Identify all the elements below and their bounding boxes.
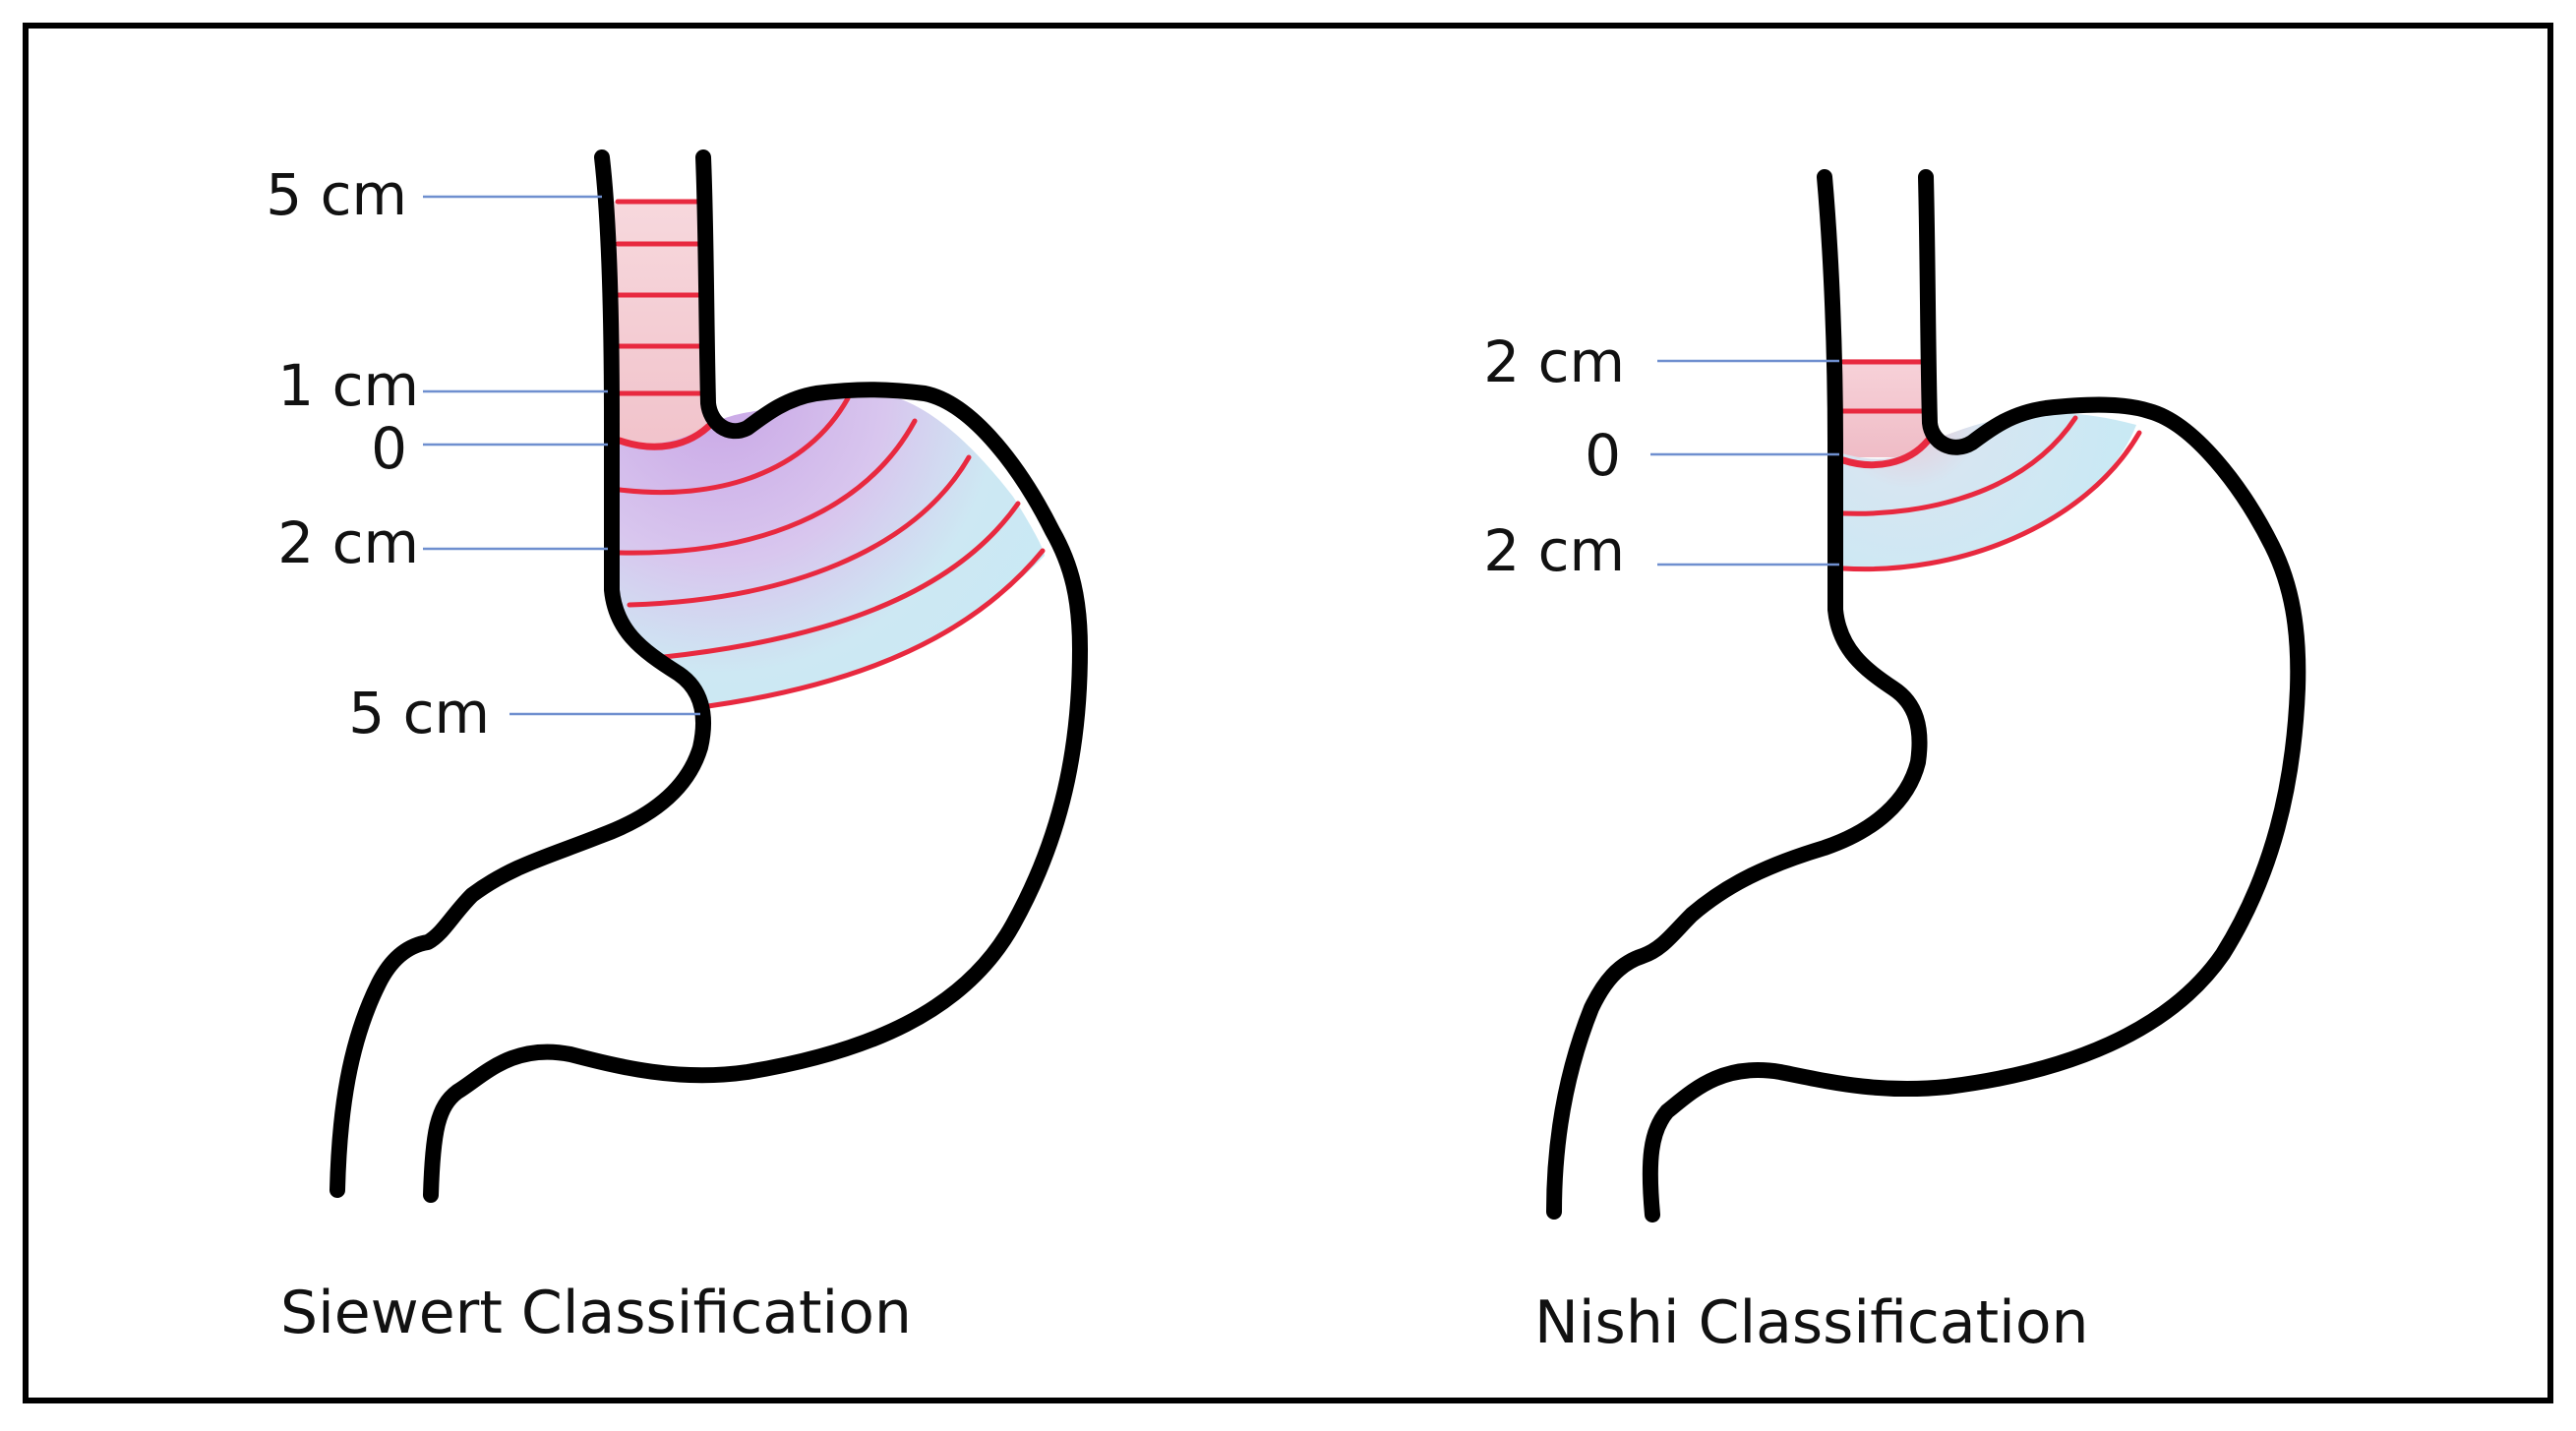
siewert-label: 0 <box>371 415 407 482</box>
figure-frame <box>23 23 2553 1403</box>
nishi-gastric-arc <box>1840 430 2142 572</box>
nishi-gastric-arc <box>1840 415 2078 516</box>
siewert-zero-line <box>616 419 716 450</box>
siewert-gastric-zone <box>612 388 1045 708</box>
siewert-panel: 5 cm 1 cm 0 2 cm 5 cm Siewert Classifica… <box>266 149 1088 1347</box>
siewert-label: 5 cm <box>266 161 407 228</box>
siewert-gastric-arc <box>661 501 1021 660</box>
nishi-panel: 2 cm 0 2 cm Nishi Classification <box>1483 169 2306 1357</box>
nishi-stomach-outline <box>1642 169 2306 1222</box>
siewert-label: 2 cm <box>277 509 419 576</box>
siewert-label: 1 cm <box>277 352 419 419</box>
siewert-gastric-arc <box>617 418 918 556</box>
siewert-caption: Siewert Classification <box>280 1279 912 1347</box>
siewert-stomach-outline <box>329 149 711 1198</box>
nishi-label: 2 cm <box>1483 328 1625 395</box>
nishi-label: 0 <box>1585 422 1621 489</box>
nishi-caption: Nishi Classification <box>1534 1288 2089 1357</box>
nishi-zero-line <box>1839 437 1932 469</box>
siewert-gastric-arc <box>627 454 972 608</box>
siewert-gastric-arc <box>705 548 1046 709</box>
siewert-esophageal-zone <box>612 202 706 447</box>
siewert-stomach-outline <box>423 149 1088 1203</box>
siewert-gastric-arc <box>617 395 851 495</box>
nishi-esophageal-zone <box>1839 359 1928 457</box>
nishi-label: 2 cm <box>1483 517 1625 584</box>
nishi-stomach-outline <box>1546 169 1928 1220</box>
siewert-label: 5 cm <box>348 680 490 746</box>
